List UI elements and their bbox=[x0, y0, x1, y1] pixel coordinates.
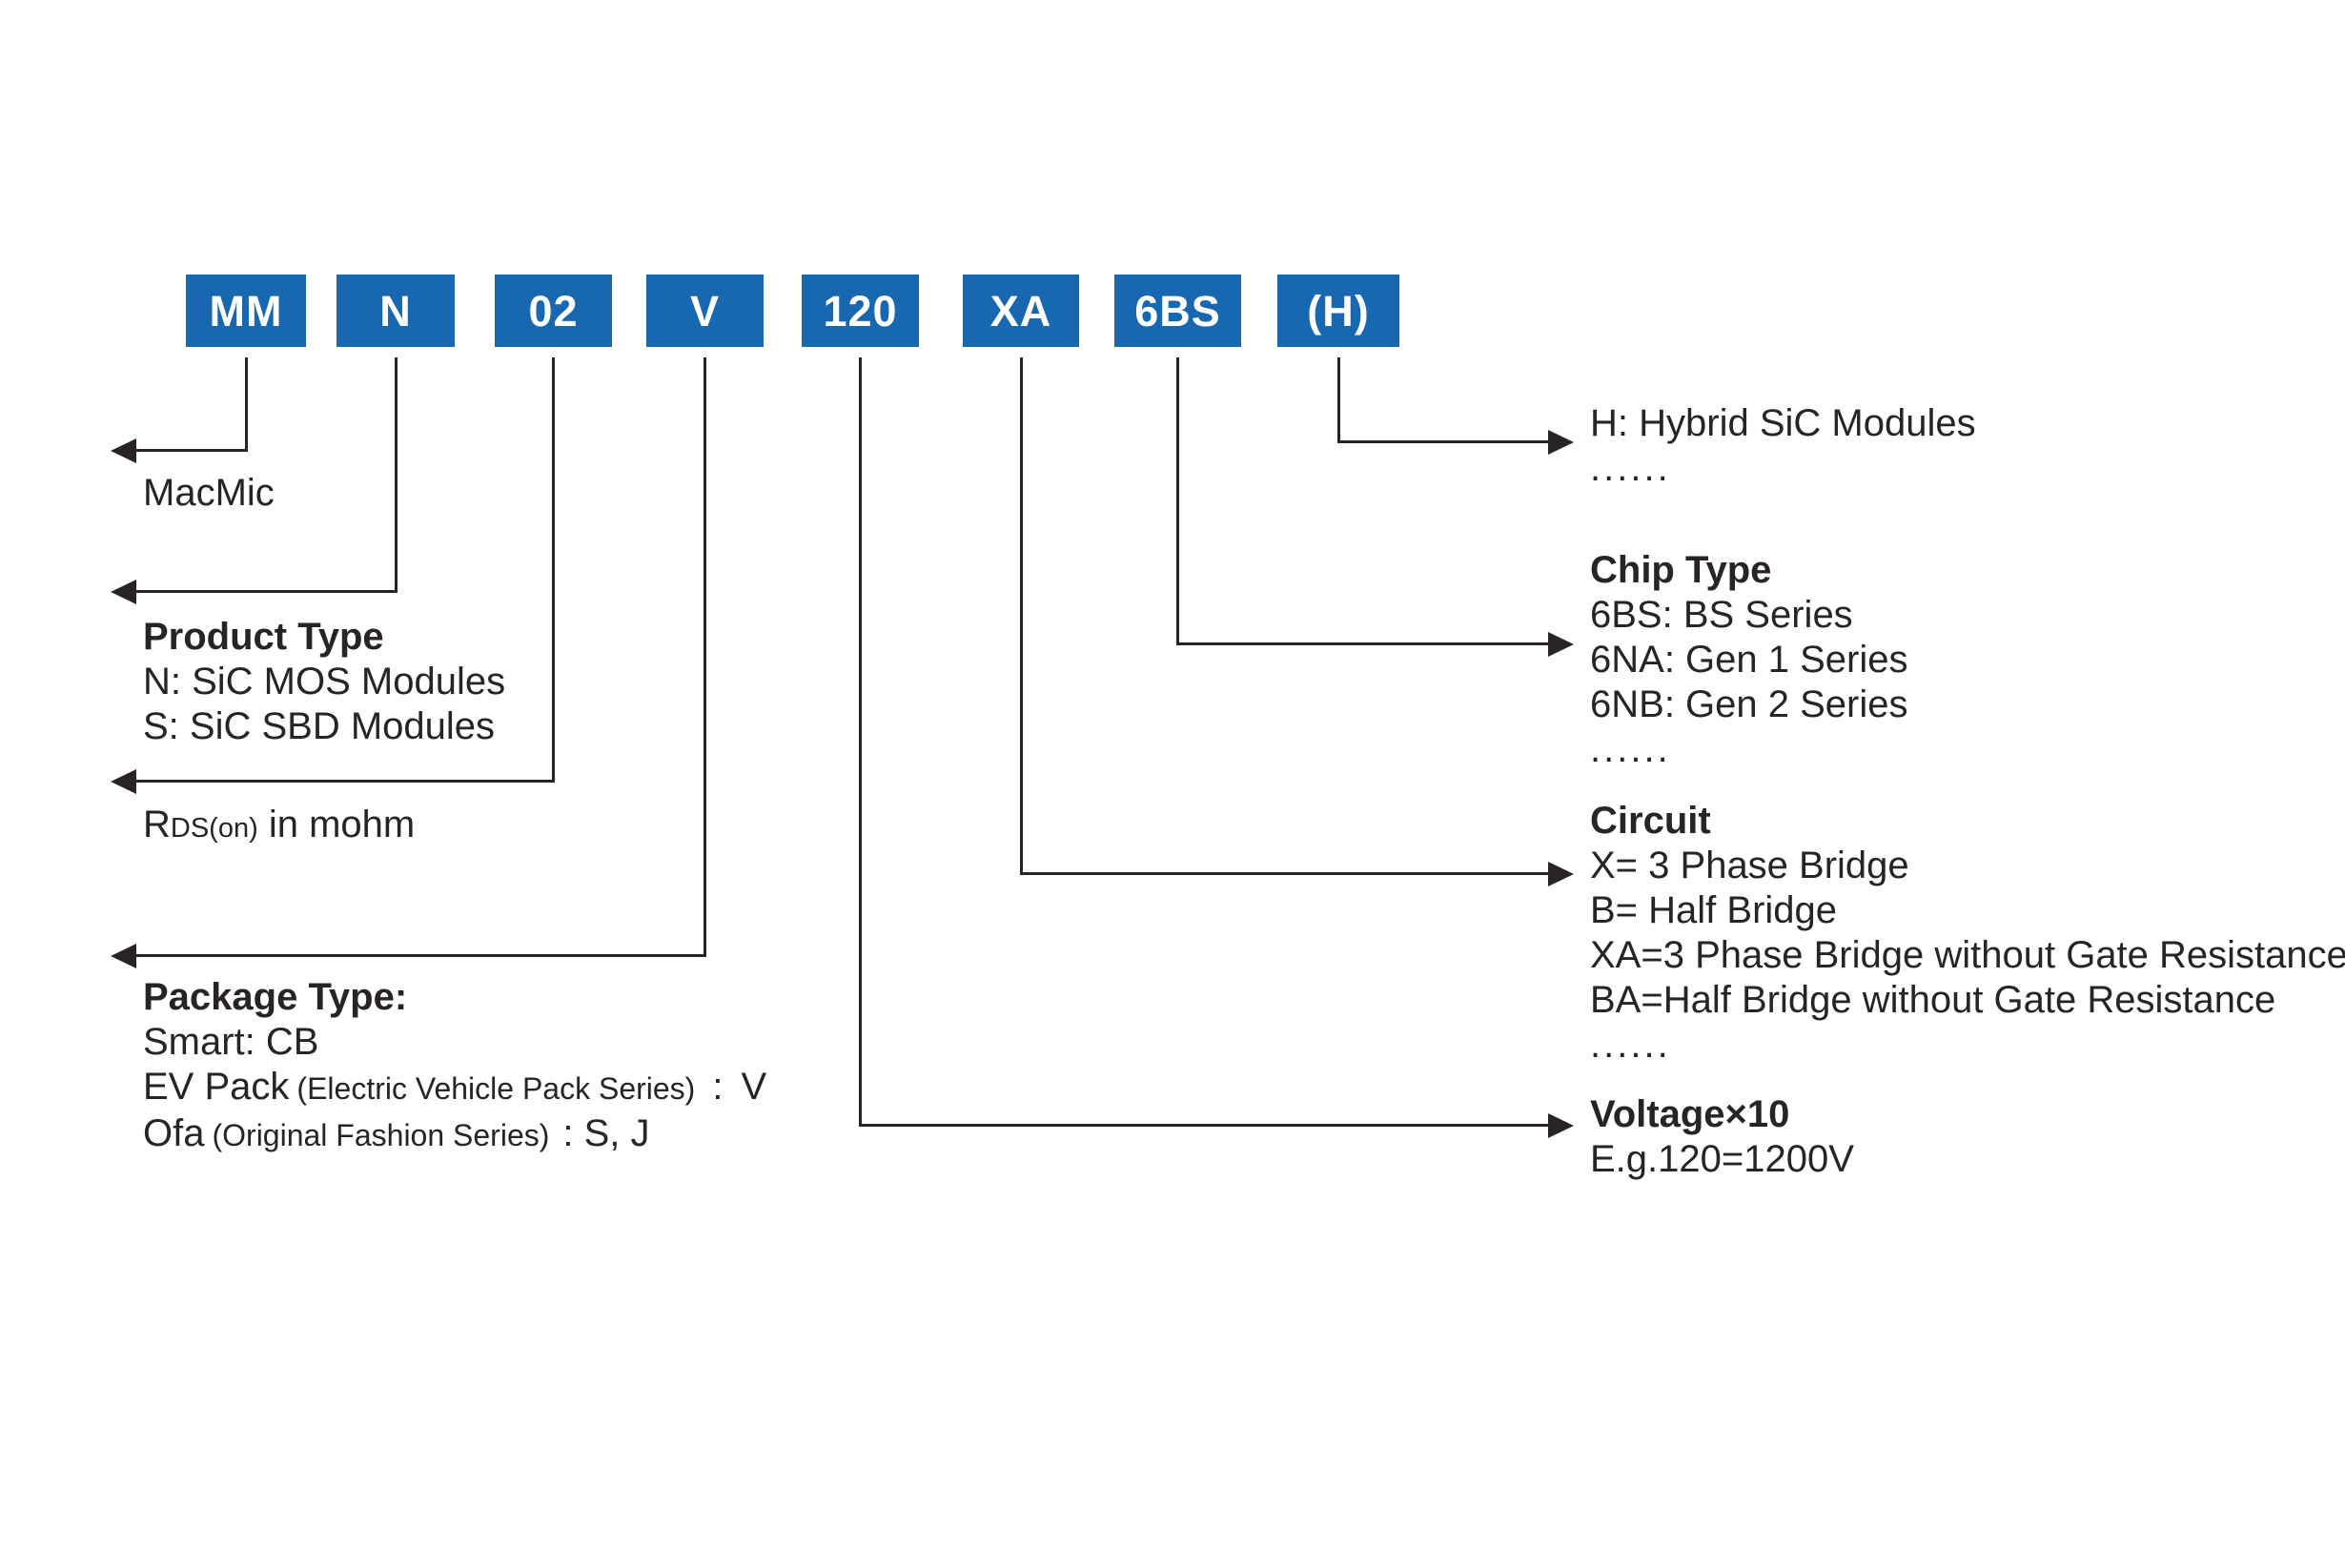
connector-h-hline bbox=[1336, 440, 1548, 443]
segment-box-n: N bbox=[336, 275, 455, 347]
arrow-right-icon bbox=[1548, 861, 1574, 886]
connector-n-vline bbox=[394, 357, 398, 593]
connector-h-vline bbox=[1336, 357, 1340, 443]
label-package-type: Package Type: Smart: CB EV Pack(Electric… bbox=[143, 975, 766, 1158]
package-type-item: Smart: CB bbox=[143, 1021, 319, 1063]
circuit-item: B= Half Bridge bbox=[1590, 889, 1838, 931]
circuit-heading: Circuit bbox=[1590, 800, 1711, 842]
segment-label-v: V bbox=[689, 286, 720, 336]
chip-type-item: 6NA: Gen 1 Series bbox=[1590, 639, 1908, 681]
rds-symbol: R bbox=[143, 804, 171, 845]
hybrid-ellipsis: ...... bbox=[1590, 447, 1671, 489]
ofa-paren: (Original Fashion Series) bbox=[212, 1118, 550, 1152]
label-rds: RDS(on) in mohm bbox=[143, 803, 415, 851]
ev-name: EV Pack bbox=[143, 1066, 290, 1108]
rds-subscript: DS(on) bbox=[170, 813, 258, 844]
voltage-item: E.g.120=1200V bbox=[1590, 1138, 1854, 1180]
ev-paren: (Electric Vehicle Pack Series) bbox=[296, 1071, 696, 1106]
rds-unit: in mohm bbox=[257, 804, 416, 845]
segment-box-02: 02 bbox=[495, 275, 612, 347]
package-type-heading: Package Type: bbox=[143, 976, 408, 1018]
segment-label-6bs: 6BS bbox=[1134, 286, 1221, 336]
segment-label-n: N bbox=[379, 286, 412, 336]
connector-120-vline bbox=[858, 357, 862, 1127]
connector-02-hline bbox=[133, 780, 555, 783]
label-circuit: Circuit X= 3 Phase Bridge B= Half Bridge… bbox=[1590, 799, 2345, 1068]
circuit-item: XA=3 Phase Bridge without Gate Resistanc… bbox=[1590, 934, 2345, 976]
connector-120-hline bbox=[858, 1124, 1548, 1127]
arrow-right-icon bbox=[1548, 429, 1574, 455]
brand-text: MacMic bbox=[143, 472, 275, 514]
connector-v-vline bbox=[703, 357, 706, 957]
segment-label-02: 02 bbox=[528, 286, 579, 336]
segment-box-mm: MM bbox=[186, 275, 306, 347]
ofa-suffix: : S, J bbox=[562, 1112, 650, 1154]
label-brand: MacMic bbox=[143, 471, 275, 516]
product-type-heading: Product Type bbox=[143, 616, 384, 658]
arrow-left-icon bbox=[111, 438, 136, 463]
segment-label-h: (H) bbox=[1307, 286, 1370, 336]
arrow-left-icon bbox=[111, 943, 136, 968]
circuit-item: X= 3 Phase Bridge bbox=[1590, 845, 1909, 886]
circuit-item: BA=Half Bridge without Gate Resistance bbox=[1590, 979, 2276, 1021]
segment-box-xa: XA bbox=[963, 275, 1079, 347]
arrow-right-icon bbox=[1548, 631, 1574, 657]
connector-n-hline bbox=[133, 590, 398, 593]
segment-box-120: 120 bbox=[802, 275, 919, 347]
package-type-item-ofa: Ofa(Original Fashion Series) : S, J bbox=[143, 1111, 766, 1158]
label-chip-type: Chip Type 6BS: BS Series 6NA: Gen 1 Seri… bbox=[1590, 548, 1908, 772]
ofa-name: Ofa bbox=[143, 1112, 205, 1154]
segment-box-v: V bbox=[646, 275, 764, 347]
connector-mm-vline bbox=[244, 357, 248, 452]
segment-label-mm: MM bbox=[209, 286, 283, 336]
connector-xa-hline bbox=[1019, 872, 1548, 875]
segment-label-120: 120 bbox=[823, 286, 898, 336]
connector-xa-vline bbox=[1019, 357, 1023, 875]
chip-type-ellipsis: ...... bbox=[1590, 728, 1671, 770]
segment-box-6bs: 6BS bbox=[1114, 275, 1241, 347]
segment-label-xa: XA bbox=[989, 286, 1052, 336]
hybrid-item: H: Hybrid SiC Modules bbox=[1590, 402, 1976, 444]
product-type-item: S: SiC SBD Modules bbox=[143, 705, 496, 747]
label-product-type: Product Type N: SiC MOS Modules S: SiC S… bbox=[143, 615, 505, 749]
chip-type-item: 6BS: BS Series bbox=[1590, 594, 1853, 636]
segment-box-h: (H) bbox=[1277, 275, 1399, 347]
circuit-ellipsis: ...... bbox=[1590, 1024, 1671, 1066]
label-hybrid: H: Hybrid SiC Modules ...... bbox=[1590, 401, 1976, 491]
voltage-heading: Voltage×10 bbox=[1590, 1093, 1790, 1135]
arrow-left-icon bbox=[111, 768, 136, 794]
connector-6bs-hline bbox=[1176, 642, 1548, 645]
product-type-item: N: SiC MOS Modules bbox=[143, 661, 506, 703]
arrow-left-icon bbox=[111, 579, 136, 604]
connector-6bs-vline bbox=[1176, 357, 1179, 645]
connector-02-vline bbox=[551, 357, 555, 783]
connector-v-hline bbox=[133, 954, 706, 957]
chip-type-item: 6NB: Gen 2 Series bbox=[1590, 683, 1908, 725]
ev-suffix: : V bbox=[712, 1066, 767, 1108]
connector-mm-hline bbox=[133, 449, 248, 452]
chip-type-heading: Chip Type bbox=[1590, 549, 1772, 591]
package-type-item-ev: EV Pack(Electric Vehicle Pack Series) : V bbox=[143, 1065, 766, 1111]
label-voltage: Voltage×10 E.g.120=1200V bbox=[1590, 1092, 1854, 1182]
arrow-right-icon bbox=[1548, 1112, 1574, 1138]
